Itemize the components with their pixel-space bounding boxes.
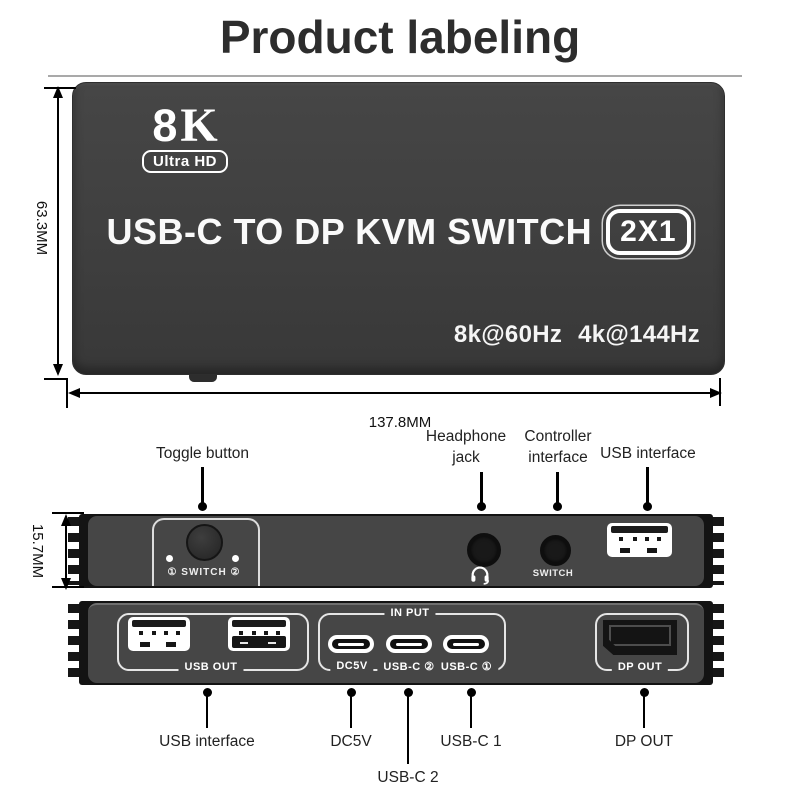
dc5v-port-label: DC5V: [330, 660, 374, 672]
ultra-hd-badge: Ultra HD: [141, 150, 228, 173]
dimension-height-label: 63.3MM: [33, 200, 50, 256]
usb-slot: [611, 526, 668, 533]
usbc-port-dc5v: [328, 635, 374, 653]
usb-out-label: USB OUT: [178, 661, 244, 673]
callout-dc5v: DC5V: [330, 733, 372, 750]
dimension-tick: [44, 87, 76, 89]
input-label: IN PUT: [384, 607, 436, 619]
switch-jack-label: SWITCH: [532, 568, 574, 579]
leader-dot: [639, 687, 649, 697]
dimension-height-line: [57, 94, 59, 366]
device-foot: [189, 372, 217, 382]
leader-line: [205, 695, 209, 728]
front-title-row: USB-C TO DP KVM SWITCH 2X1: [73, 204, 724, 260]
callout-usbc2: USB-C 2: [377, 769, 439, 786]
dimension-tick: [719, 378, 721, 406]
led-indicator-1: [165, 555, 173, 562]
top-panel-view: ① SWITCH ② SWITCH: [68, 514, 724, 588]
front-view: 8K Ultra HD USB-C TO DP KVM SWITCH 2X1 8…: [72, 82, 725, 375]
arrowhead-up: [60, 514, 71, 526]
leader-line: [201, 467, 204, 504]
usbc-port-1: [443, 635, 489, 653]
arrowhead-up: [52, 86, 63, 98]
resolution-spec: 8k@60Hz 4k@144Hz: [453, 321, 700, 348]
toggle-button: [186, 524, 223, 561]
controller-switch-jack: [540, 535, 571, 566]
heatsink-teeth-left: [68, 517, 81, 585]
heatsink-teeth-right: [711, 517, 724, 585]
badge-2x1: 2X1: [606, 209, 691, 255]
switch-group-label: ① SWITCH ②: [167, 567, 241, 578]
dp-out-port: [603, 620, 677, 655]
logo-8: 8: [152, 100, 178, 151]
leader-dot: [202, 687, 212, 697]
dp-out-port-label: DP OUT: [611, 661, 669, 673]
logo-8k-ultra-hd: 8K Ultra HD: [131, 100, 239, 173]
logo-k: K: [180, 99, 218, 152]
leader-line: [406, 695, 410, 764]
dimension-tick: [52, 586, 84, 588]
divider-line: [48, 75, 742, 77]
callout-toggle-button: Toggle button: [155, 445, 250, 462]
dimension-tick: [66, 378, 68, 408]
usb-a-port-top: [607, 523, 672, 557]
dimension-panel-height-label: 15.7MM: [29, 523, 46, 579]
callout-usb-interface-rear: USB interface: [159, 733, 255, 750]
product-name: USB-C TO DP KVM SWITCH: [106, 211, 593, 252]
callout-controller-interface: Controller interface: [524, 428, 592, 466]
leader-line: [469, 695, 473, 728]
callout-usbc1: USB-C 1: [440, 733, 502, 750]
leader-dot: [197, 502, 207, 511]
leader-line: [349, 695, 353, 728]
leader-line: [556, 472, 559, 504]
page-title: Product labeling: [219, 11, 581, 63]
callout-usb-interface-top: USB interface: [600, 445, 696, 462]
heatsink-teeth-right: [711, 604, 724, 682]
leader-dot: [476, 502, 486, 511]
usb-out-port-2: [228, 617, 290, 651]
usbc-port-2: [385, 635, 432, 653]
leader-line: [642, 695, 646, 728]
usbc1-port-label: USB-C ①: [434, 660, 499, 673]
leader-dot: [346, 687, 356, 697]
usbc2-port-label: USB-C ②: [377, 660, 441, 673]
arrowhead-left: [68, 387, 80, 398]
leader-dot: [552, 502, 562, 511]
arrowhead-down: [60, 578, 71, 590]
dimension-width-line: [78, 392, 712, 394]
arrowhead-down: [52, 364, 63, 376]
dimension-tick: [52, 512, 84, 514]
led-indicator-2: [231, 555, 239, 562]
dimension-panel-height-line: [65, 521, 67, 581]
headset-icon: [471, 566, 490, 585]
leader-line: [646, 467, 649, 504]
dimension-tick: [44, 378, 68, 380]
heatsink-teeth-left: [68, 604, 81, 682]
leader-dot: [466, 687, 476, 697]
callout-headphone-jack: Headphone jack: [425, 428, 507, 466]
leader-dot: [642, 502, 652, 511]
leader-dot: [403, 687, 413, 697]
headphone-jack: [467, 533, 501, 567]
arrowhead-right: [710, 387, 722, 398]
callout-dp-out: DP OUT: [614, 733, 674, 750]
dimension-width-label: 137.8MM: [368, 414, 432, 431]
rear-panel-view: USB OUT IN PUT DC5V USB-C ② USB-C ① DP O…: [68, 601, 724, 685]
leader-line: [480, 472, 483, 504]
usb-out-port-1: [128, 617, 190, 651]
toggle-button-group: [152, 518, 260, 586]
